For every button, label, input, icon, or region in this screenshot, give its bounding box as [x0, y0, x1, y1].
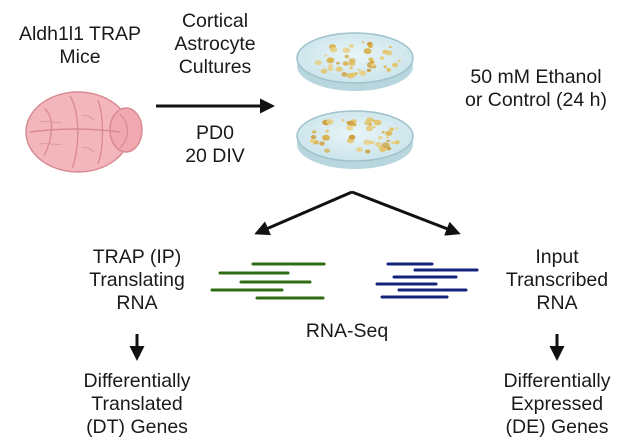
colony-dot — [364, 120, 372, 126]
colony-dot — [365, 149, 371, 154]
colony-dot — [379, 56, 385, 60]
colony-dot — [365, 125, 374, 132]
input-reads-icon — [375, 262, 479, 299]
colony-dot — [342, 47, 351, 54]
colony-dot — [348, 134, 356, 140]
colony-dot — [381, 142, 390, 149]
colony-dot — [363, 48, 372, 55]
colony-dot — [329, 46, 338, 53]
colony-dot — [349, 66, 353, 70]
colony-dot — [325, 129, 330, 133]
input-result-label: Differentially Expressed (DE) Genes — [503, 370, 611, 438]
colony-dot — [394, 140, 400, 145]
colony-dot — [395, 127, 398, 130]
colony-dot — [344, 54, 350, 59]
colony-dot — [311, 130, 317, 134]
colony-dot — [324, 148, 330, 153]
colony-dot — [389, 127, 394, 132]
colony-dot — [374, 141, 382, 147]
colony-dot — [342, 61, 349, 66]
colony-dot — [388, 69, 392, 72]
colony-dot — [361, 41, 365, 44]
colony-dot — [388, 45, 392, 49]
colony-dot — [356, 147, 363, 153]
age-label: PD0 20 DIV — [185, 122, 245, 167]
colony-dot — [315, 60, 322, 66]
method-label: RNA-Seq — [305, 320, 389, 342]
source-label: Aldh1l1 TRAP Mice — [18, 23, 142, 68]
colony-dot — [336, 61, 340, 65]
colony-dot — [359, 70, 366, 76]
petri-dish-icon-bottom — [296, 110, 414, 169]
petri-dish-icon-top — [296, 32, 414, 91]
trap-result-label: Differentially Translated (DT) Genes — [83, 370, 191, 438]
colony-dot — [326, 57, 335, 64]
colony-dot — [319, 141, 325, 146]
trap-branch-label: TRAP (IP) Translating RNA — [89, 246, 185, 314]
colony-dot — [350, 72, 357, 77]
colony-dot — [380, 148, 385, 153]
colony-dot — [373, 119, 382, 126]
colony-dot — [335, 66, 343, 72]
colony-dot — [369, 140, 375, 145]
colony-dot — [309, 138, 316, 143]
split-arrow-right — [351, 190, 461, 236]
colony-dot — [366, 68, 372, 73]
trap-reads-icon — [210, 262, 326, 300]
colony-dot — [347, 120, 354, 126]
colony-dot — [386, 136, 389, 139]
treatment-label: 50 mM Ethanol or Control (24 h) — [465, 66, 607, 111]
colony-dot — [381, 131, 385, 134]
colony-dot — [327, 66, 334, 72]
colony-dot — [363, 139, 371, 145]
colony-dot — [392, 62, 398, 68]
colony-dot — [390, 141, 395, 145]
colony-dot — [386, 139, 390, 142]
colony-dot — [320, 68, 328, 74]
colony-dot — [328, 64, 333, 68]
colony-dot — [346, 125, 354, 131]
colony-dot — [367, 44, 373, 48]
colony-dot — [397, 59, 402, 63]
colony-dot — [368, 57, 374, 62]
culture-label: Cortical Astrocyte Cultures — [174, 10, 256, 78]
colony-dot — [382, 49, 389, 55]
colony-dot — [326, 118, 334, 125]
colony-dot — [378, 136, 383, 140]
colony-dot — [372, 126, 376, 129]
split-arrow-left — [254, 190, 353, 236]
colony-dot — [349, 44, 354, 48]
input-branch-label: Input Transcribed RNA — [505, 246, 609, 314]
colony-dot — [310, 135, 317, 139]
colony-dot — [341, 119, 345, 122]
colony-dot — [370, 63, 376, 67]
colony-dot — [385, 130, 393, 136]
colony-dot — [383, 65, 387, 68]
colony-dot — [348, 58, 356, 64]
colony-dot — [322, 134, 330, 141]
colony-dot — [324, 54, 328, 57]
colony-dot — [357, 68, 361, 71]
brain-icon — [25, 91, 143, 173]
colony-dot — [341, 72, 348, 77]
